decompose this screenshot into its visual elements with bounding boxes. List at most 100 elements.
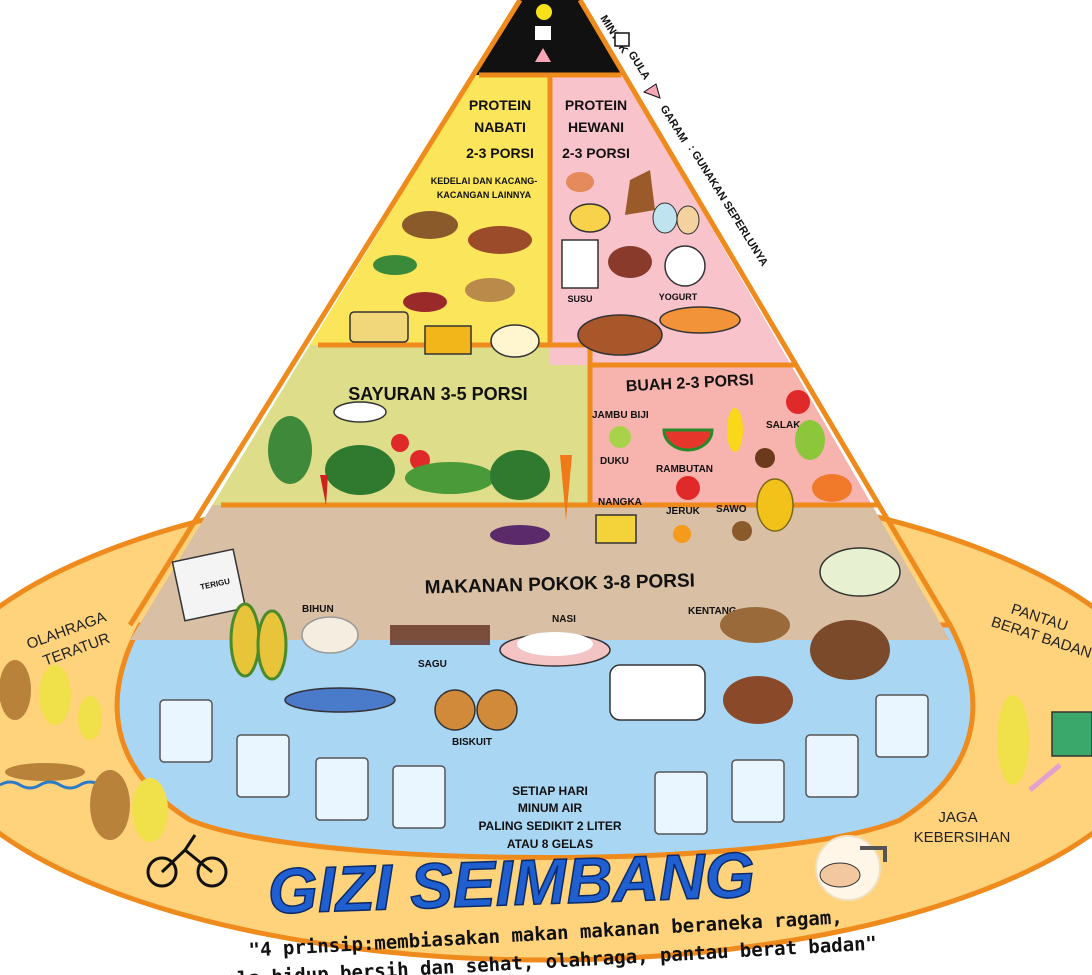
- nabati-line1: PROTEIN: [469, 97, 531, 113]
- hewani-illustrations: [561, 170, 741, 356]
- buah-illustrations: [595, 390, 852, 544]
- guava-icon: [609, 426, 631, 448]
- glass-icon-4: [392, 765, 446, 829]
- nabati-note2: KACANGAN LAINNYA: [437, 190, 532, 200]
- glass-icon-7: [805, 734, 859, 798]
- cassava-icon: [810, 620, 890, 680]
- susu-label: SUSU: [567, 294, 592, 304]
- nabati-illustrations: [349, 211, 540, 358]
- air-line4: ATAU 8 GELAS: [507, 837, 593, 851]
- greens-icon: [325, 445, 395, 495]
- garam-icon: [535, 48, 551, 62]
- main-title: GIZI SEIMBANG: [267, 839, 756, 928]
- bicycle-wheel-icon: [146, 856, 178, 888]
- radish-icon: [333, 401, 387, 423]
- stretching-figure-icon: [90, 770, 130, 840]
- shrimp-icon: [566, 172, 594, 192]
- hewani-portion: 2-3 PORSI: [562, 145, 630, 161]
- legend-gula: GULA: [625, 49, 652, 82]
- glass-icon-2: [236, 734, 290, 798]
- red-beans-icon: [403, 292, 447, 312]
- jaga-line1: JAGA: [938, 809, 977, 826]
- buah-labels: JAMBU BIJI SALAK DUKU RAMBUTAN NANGKA JE…: [592, 410, 801, 517]
- buah-salak: SALAK: [766, 420, 801, 431]
- glass-icon-1: [159, 699, 213, 763]
- buah-sawo: SAWO: [716, 504, 747, 515]
- glass-icon-3: [315, 757, 369, 821]
- air-line2: MINUM AIR: [518, 801, 583, 815]
- pokok-labels: BIHUN NASI KENTANG SAGU BISKUIT: [302, 604, 737, 748]
- glass-icon-8: [875, 694, 929, 758]
- nabati-line2: NABATI: [474, 119, 526, 135]
- buah-duku: DUKU: [600, 456, 629, 467]
- buah-title: BUAH 2-3 PORSI: [625, 372, 754, 396]
- swimmer-icon: [5, 763, 85, 781]
- jackfruit-icon: [595, 514, 637, 544]
- salak-icon: [755, 448, 775, 468]
- meat-icon: [608, 246, 652, 278]
- beans-long-icon: [405, 462, 495, 494]
- hewani-line2: HEWANI: [568, 119, 624, 135]
- peas-icon: [373, 255, 417, 275]
- rambutan-icon: [676, 476, 700, 500]
- hewani-line1: PROTEIN: [565, 97, 627, 113]
- eggplant-icon: [490, 525, 550, 545]
- bicycle-wheel-icon-2: [196, 856, 228, 888]
- jaga-line2: KEBERSIHAN: [914, 829, 1011, 846]
- child-figure-icon: [78, 696, 102, 740]
- rice-icon: [517, 632, 593, 656]
- exercise-illustrations: [0, 660, 228, 888]
- carrot-icon: [560, 455, 572, 520]
- peanuts-icon: [465, 278, 515, 302]
- yogurt-label: YOGURT: [659, 292, 698, 302]
- glass-icon-5: [654, 771, 708, 835]
- fish-icon: [659, 306, 741, 334]
- spinach-icon: [268, 416, 312, 484]
- nabati-portion: 2-3 PORSI: [466, 145, 534, 161]
- buah-jeruk: JERUK: [666, 506, 701, 517]
- terigu-bag-icon: [171, 548, 247, 622]
- pokok-sagu: SAGU: [418, 659, 447, 670]
- leafy-icon: [490, 450, 550, 500]
- papaya-icon: [812, 474, 852, 502]
- beans-icon-2: [468, 226, 532, 254]
- protein-hewani: PROTEIN HEWANI 2-3 PORSI SUSU YOGURT: [562, 97, 698, 304]
- pokok-kentang: KENTANG: [688, 606, 737, 617]
- chili-icon: [320, 475, 328, 505]
- orange-icon: [673, 525, 691, 543]
- egg-icon-2: [676, 205, 700, 235]
- legend-garam-icon: [642, 83, 661, 99]
- apple-icon: [786, 390, 810, 414]
- bulb-vegetable-icon: [819, 547, 901, 597]
- watermelon-icon: [662, 428, 714, 452]
- tempe-icon: [349, 311, 409, 343]
- pokok-illustrations: TERIGU: [171, 547, 901, 731]
- beans-icon: [402, 211, 458, 239]
- bread-icon: [609, 664, 706, 721]
- minyak-icon: [536, 4, 552, 20]
- sagu-icon: [390, 625, 490, 645]
- protein-nabati: PROTEIN NABATI 2-3 PORSI KEDELAI DAN KAC…: [431, 97, 538, 200]
- pineapple-icon: [756, 478, 794, 532]
- hands-icon: [819, 862, 861, 888]
- bicycle-frame-icon: [160, 834, 213, 874]
- handwash-illustration: [815, 835, 887, 901]
- biscuit-icon-2: [476, 689, 518, 731]
- tofu-white-icon: [490, 324, 540, 358]
- pyramid-dividers: [127, 0, 953, 627]
- yogurt-icon: [664, 245, 706, 287]
- gula-icon: [535, 26, 551, 40]
- tofu-icon: [424, 325, 472, 355]
- sweet-potato-icon: [723, 676, 793, 724]
- banana-icon: [727, 408, 743, 452]
- air-line1: SETIAP HARI: [512, 784, 588, 798]
- legend-gula-icon: [614, 32, 630, 47]
- running-figure-icon: [0, 660, 31, 720]
- pokok-nasi: NASI: [552, 614, 576, 625]
- pokok-bihun: BIHUN: [302, 604, 334, 615]
- running-figure-icon-2: [39, 665, 71, 725]
- glass-icon-6: [731, 759, 785, 823]
- noodle-plate-icon: [284, 687, 396, 713]
- air-line3: PALING SEDIKIT 2 LITER: [478, 819, 621, 833]
